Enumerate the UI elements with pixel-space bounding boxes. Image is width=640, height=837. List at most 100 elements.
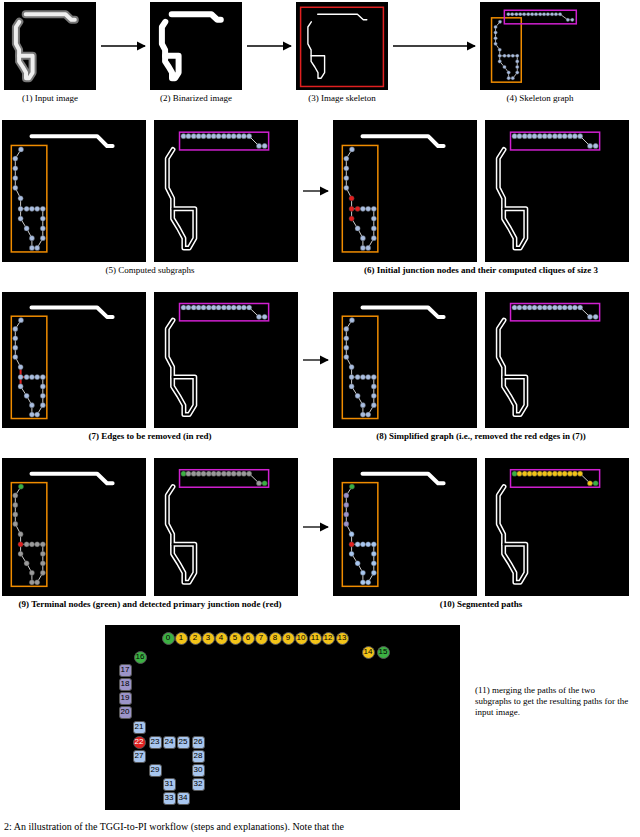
path-node: 34 [177,792,190,805]
graph-node-dot [191,134,196,139]
graph-node-dot [494,42,498,46]
node-number: 24 [165,738,174,746]
graph-node-dot [527,134,532,139]
graph-node-dot [231,471,236,476]
graph-node-dot [360,412,365,417]
graph-node-dot [355,374,360,379]
digit-outline [167,320,173,377]
path-node: 33 [163,792,176,805]
image-background [333,120,477,262]
step-caption: (11) merging the paths of the two subgra… [475,685,630,718]
graph-node-dot [557,471,562,476]
path-node: 28 [192,750,205,763]
path-node: 18 [119,678,132,691]
node-number: 23 [151,738,160,746]
node-number: 29 [151,766,160,774]
subgraph-box [504,10,576,24]
graph-node-dot [40,393,45,398]
path-node: 10 [295,632,308,645]
graph-node-dot [18,147,23,152]
graph-node-dot [547,134,552,139]
graph-node-dot [546,12,550,16]
graph-node-dot [29,580,34,585]
skeleton-edge [21,544,43,582]
graph-node-dot [13,493,18,498]
graph-node-dot [518,12,522,16]
graph-node-dot [510,12,514,16]
graph-node-dot [355,393,360,398]
skeleton-edge [352,544,374,582]
graph-node-dot [206,305,211,310]
digit-outline [498,487,504,545]
path-node: 2 [189,632,202,645]
node-number: 19 [121,694,130,702]
graph-node-dot [507,54,511,58]
graph-node-dot [221,134,226,139]
graph-node-dot [29,542,34,547]
graph-node-dot [593,481,598,486]
node-number: 33 [165,794,174,802]
image-background [485,458,629,596]
graph-node-dot [355,226,360,231]
graph-node-dot [18,206,23,211]
graph-node-dot [196,305,201,310]
graph-node-dot [366,206,371,211]
graph-node-dot [181,134,186,139]
graph-node-dot [572,471,577,476]
graph-node-dot [557,134,562,139]
node-number: 13 [338,634,347,642]
graph-node-dot [344,336,349,341]
graph-node-dot [221,471,226,476]
subgraph-box [511,470,600,488]
graph-node-dot [526,12,530,16]
digit-outline [173,209,195,248]
graph-node-dot [494,31,498,35]
node-number: 20 [121,708,130,716]
path-node: 21 [133,721,146,734]
graph-node-dot [558,12,562,16]
graph-node-dot [40,226,45,231]
graph-node-dot [532,134,537,139]
node-number: 14 [364,648,373,656]
graph-node-dot [534,12,538,16]
graph-node-dot [511,54,515,58]
path-node: 12 [322,632,335,645]
graph-node-dot [562,134,567,139]
graph-node-dot [349,542,354,547]
image-background [154,458,298,596]
step-panel: (2) Binarized image [150,2,242,90]
step-caption: (6) Initial junction nodes and their com… [333,265,629,276]
digit-outline [504,377,526,414]
node-number: 7 [259,634,263,642]
graph-node-dot [515,60,519,64]
step-caption: (4) Skeleton graph [480,93,600,104]
step-panel: (7) Edges to be removed (in red) [2,292,298,428]
digit-stroke [16,22,19,56]
digit-blur [19,56,32,78]
graph-node-dot [211,305,216,310]
graph-node-dot [216,305,221,310]
graph-node-dot [562,305,567,310]
graph-node-dot [226,134,231,139]
path-node: 30 [192,764,205,777]
digit-outline [498,150,504,209]
graph-node-dot [211,134,216,139]
step-panel: (10) Segmented paths [333,458,629,596]
path-node: 31 [163,778,176,791]
image-background [333,292,477,428]
graph-node-dot [366,374,371,379]
node-number: 5 [233,634,237,642]
graph-node-dot [557,305,562,310]
graph-node-dot [13,166,18,171]
graph-node-dot [40,403,45,408]
path-node: 20 [119,706,132,719]
graph-node-dot [18,196,23,201]
graph-node-dot [517,471,522,476]
graph-node-dot [13,345,18,350]
graph-node-dot [262,314,267,319]
graph-node-dot [371,551,376,556]
graph-node-dot [40,236,45,241]
image-background [4,2,96,90]
graph-node-dot [562,471,567,476]
graph-node-dot [186,305,191,310]
